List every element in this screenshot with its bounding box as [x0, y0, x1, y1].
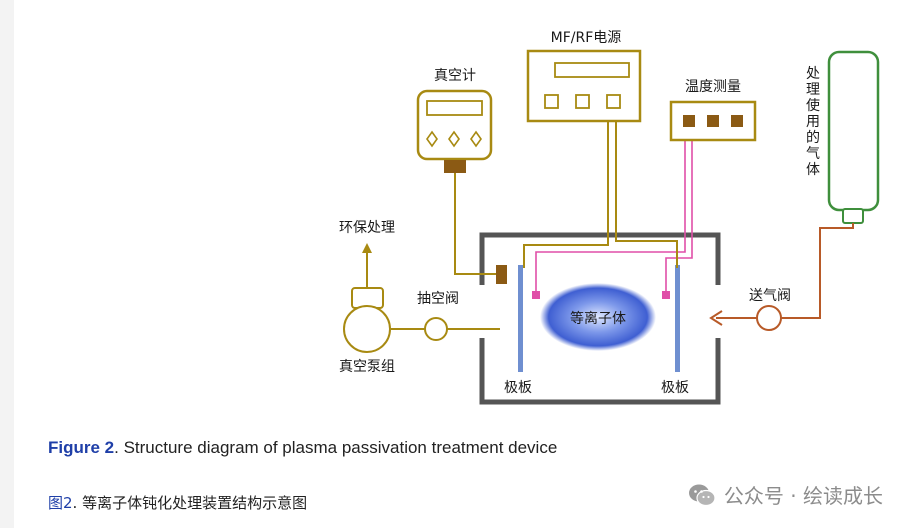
- figure-number-cn: 图2: [48, 494, 73, 512]
- svg-text:气: 气: [806, 146, 820, 162]
- plasma-glow: [540, 283, 656, 351]
- temp-measure-label: 温度测量: [685, 79, 741, 95]
- left-plate-label: 极板: [504, 380, 532, 396]
- vacuum-chamber: [479, 232, 721, 405]
- right-electrode-plate: [675, 265, 680, 372]
- feed-valve-label: 送气阀: [749, 288, 791, 304]
- exhaust-arrow-head: [362, 243, 372, 253]
- power-supply-label: MF/RF电源: [551, 30, 622, 46]
- pump-valve: [424, 317, 448, 341]
- feed-valve: [756, 305, 782, 331]
- vacuum-pump: [343, 287, 391, 353]
- gas-feed-line: [781, 223, 854, 319]
- right-temp-probe: [662, 291, 670, 299]
- svg-text:使: 使: [806, 97, 820, 114]
- svg-text:用: 用: [806, 114, 820, 130]
- right-plate-label: 极板: [661, 380, 689, 396]
- plasma-device-diagram: 等离子体 极板 极板 MF/RF电源 真空计 温度测量: [339, 30, 880, 405]
- figure-panel: 等离子体 极板 极板 MF/RF电源 真空计 温度测量: [14, 0, 909, 528]
- temp-measure-unit: [669, 100, 757, 142]
- vacuum-sensor-port: [496, 265, 507, 284]
- vacuum-gauge-label: 真空计: [434, 68, 476, 84]
- pump-valve-label: 抽空阀: [417, 291, 459, 307]
- svg-text:体: 体: [806, 162, 820, 178]
- figure-number: Figure 2: [48, 438, 115, 457]
- caption-chinese-text: . 等离子体钝化处理装置结构示意图: [72, 494, 308, 512]
- exhaust-label: 环保处理: [339, 220, 395, 236]
- process-gas-label: 处 理 使 用 的 气 体: [806, 66, 820, 178]
- gas-cylinder: [827, 50, 880, 224]
- caption-chinese: 图2. 等离子体钝化处理装置结构示意图: [48, 492, 307, 513]
- left-electrode-plate: [518, 265, 523, 372]
- caption-english: Figure 2. Structure diagram of plasma pa…: [48, 438, 557, 458]
- feed-arrow-head: [709, 310, 723, 326]
- watermark: 公众号 · 绘读成长: [688, 480, 883, 509]
- caption-english-text: . Structure diagram of plasma passivatio…: [114, 438, 558, 457]
- thermocouple-wires: [535, 140, 693, 291]
- power-supply-leads: [523, 122, 678, 268]
- wechat-icon: [688, 484, 716, 506]
- watermark-text: 公众号 · 绘读成长: [723, 484, 883, 508]
- svg-text:处: 处: [806, 66, 820, 82]
- vacuum-gauge-lead: [454, 173, 496, 275]
- power-supply-unit: [526, 49, 642, 123]
- left-temp-probe: [532, 291, 540, 299]
- vacuum-pump-label: 真空泵组: [339, 359, 395, 375]
- svg-text:理: 理: [806, 82, 820, 98]
- vacuum-gauge-unit: [416, 89, 493, 173]
- svg-text:的: 的: [806, 130, 820, 146]
- plasma-label: 等离子体: [570, 310, 626, 327]
